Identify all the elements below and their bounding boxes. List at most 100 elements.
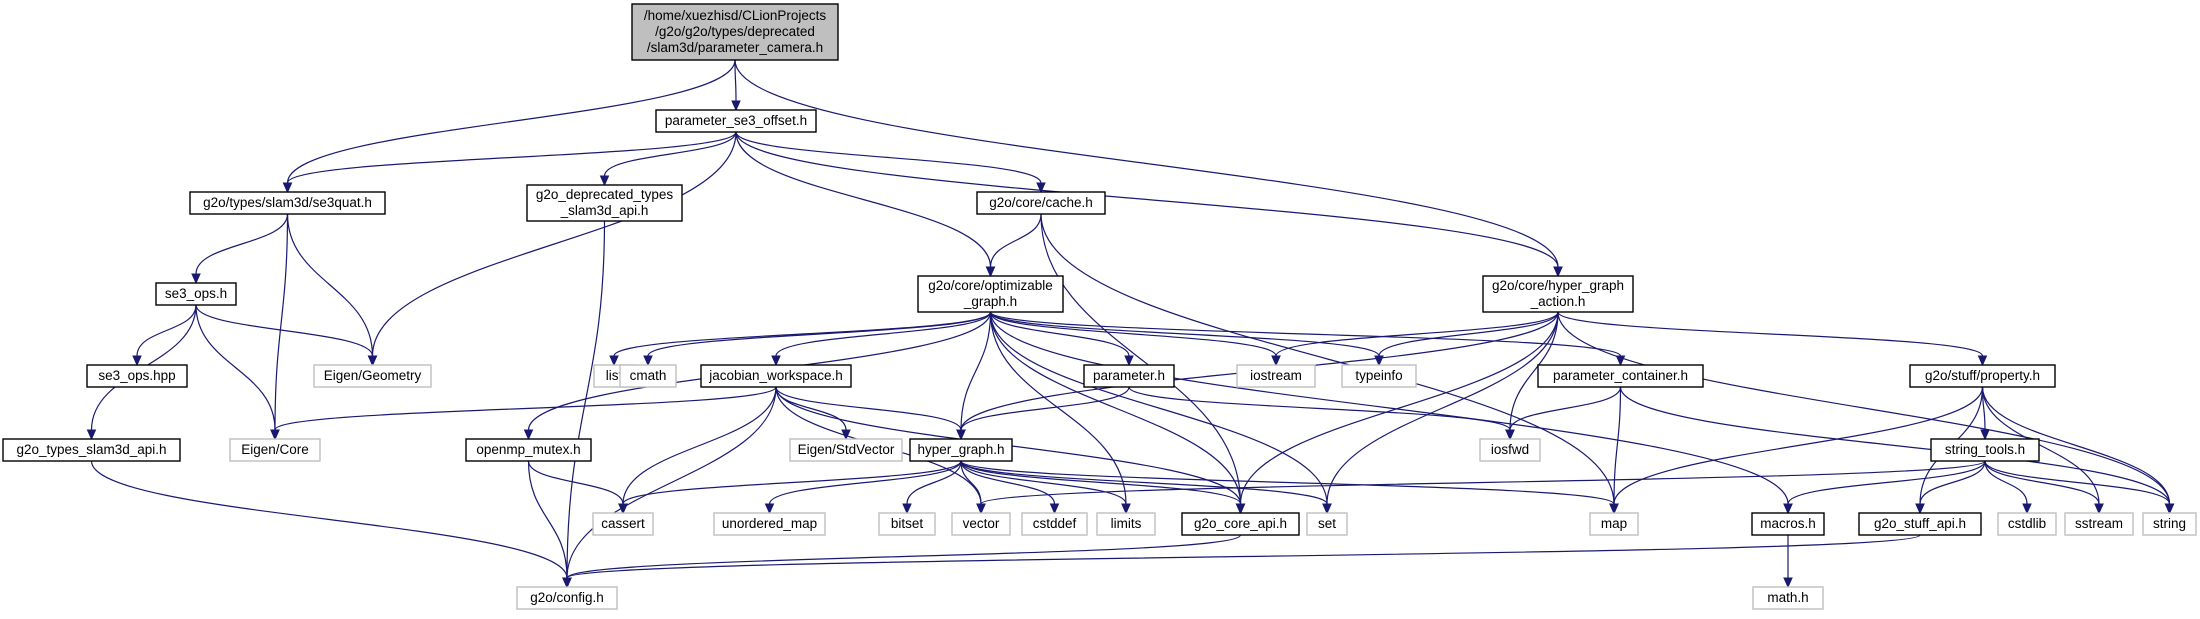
node-jacobian-workspace[interactable]: jacobian_workspace.h [700,364,852,388]
node-label: g2o/config.h [530,590,604,605]
edge-parameter_camera-to-hyper_graph_action [734,59,1563,278]
node-eigen-stdvector[interactable]: Eigen/StdVector [789,438,903,462]
edge-macros-to-math [1783,535,1793,589]
edge-hyper_graph_action-to-typeinfo [1374,311,1559,367]
node-limits[interactable]: limits [1096,512,1156,536]
node-label: iosfwd [1491,442,1529,457]
edge-line [775,386,962,431]
node-cache[interactable]: g2o/core/cache.h [976,191,1106,215]
node-bitset[interactable]: bitset [878,512,936,536]
node-stuff-api[interactable]: g2o_stuff_api.h [1858,512,1982,536]
edge-optimizable_graph-to-iostream [989,311,1281,367]
node-math[interactable]: math.h [1752,586,1824,610]
edge-arrowhead [902,503,912,515]
node-box [1997,512,2057,536]
edge-string_tools-to-string [1984,460,2175,515]
edge-line [989,311,1789,505]
node-label: g2o_core_api.h [1194,516,1287,531]
node-hyper-graph[interactable]: hyper_graph.h [909,438,1013,462]
node-openmp-mutex[interactable]: openmp_mutex.h [465,438,592,462]
node-box [2,438,181,462]
node-iostream[interactable]: iostream [1236,364,1316,388]
edge-hyper_graph_action-to-iostream [1271,311,1559,367]
edge-line [1239,311,1559,505]
node-deprecated-api[interactable]: g2o_deprecated_types_slam3d_api.h [526,184,683,222]
edge-line [989,311,1130,357]
node-parameter-camera[interactable]: /home/xuezhisd/CLionProjects/g2o/g2o/typ… [631,3,839,61]
edges-layer [86,59,2175,589]
node-label: parameter_se3_offset.h [665,113,807,128]
edge-line [735,131,1042,184]
edge-optimizable_graph-to-list [609,311,992,367]
node-se3-ops-hpp[interactable]: se3_ops.hpp [86,364,188,388]
node-core-api[interactable]: g2o_core_api.h [1181,512,1300,536]
node-box [1479,438,1541,462]
node-box [1752,586,1824,610]
edge-parameter_container-to-iosfwd [1505,386,1622,441]
edge-line [1613,386,1622,505]
node-string[interactable]: string [2142,512,2197,536]
node-box [1341,364,1417,388]
node-se3quat[interactable]: g2o/types/slam3d/se3quat.h [189,191,386,215]
node-label: g2o_stuff_api.h [1874,516,1966,531]
node-box [789,438,903,462]
edge-line [1981,386,2100,505]
edge-hyper_graph-to-limits [960,460,1131,515]
node-property[interactable]: g2o/stuff/property.h [1909,364,2056,388]
edge-line [136,304,197,357]
edge-line [1040,213,1615,505]
node-iosfwd[interactable]: iosfwd [1479,438,1541,462]
node-set[interactable]: set [1306,512,1348,536]
node-label: _graph.h [963,294,1017,309]
node-label: cstdlib [2008,516,2046,531]
node-optimizable-graph[interactable]: g2o/core/optimizable_graph.h [917,275,1064,313]
edge-hyper_graph-to-unordered_map [764,460,962,515]
node-box [1537,364,1704,388]
node-vector[interactable]: vector [951,512,1011,536]
node-cmath[interactable]: cmath [619,364,677,388]
node-cassert[interactable]: cassert [592,512,654,536]
edge-jacobian_workspace-to-eigen_stdvector [775,386,851,441]
edge-string_tools-to-vector [976,460,1986,515]
node-eigen-core[interactable]: Eigen/Core [229,438,321,462]
node-parameter-se3-offset[interactable]: parameter_se3_offset.h [655,109,817,133]
node-box [516,586,618,610]
edge-arrowhead [764,503,775,515]
edge-line [735,131,1559,268]
node-label: g2o/core/cache.h [989,195,1093,210]
node-parameter[interactable]: parameter.h [1083,364,1175,388]
node-label: _slam3d_api.h [560,203,649,218]
node-slam3d-api[interactable]: g2o_types_slam3d_api.h [2,438,181,462]
edge-line [1981,386,2171,505]
edge-line [527,460,568,579]
node-cstddef[interactable]: cstddef [1021,512,1088,536]
node-parameter-container[interactable]: parameter_container.h [1537,364,1704,388]
edge-line [195,304,374,357]
node-label: map [1601,516,1627,531]
node-label: g2o/types/slam3d/se3quat.h [203,195,372,210]
edge-property-to-map [1609,386,1984,515]
node-config[interactable]: g2o/config.h [516,586,618,610]
node-box [1021,512,1088,536]
edge-core_api-to-config [562,534,1242,589]
node-label: cstddef [1033,516,1077,531]
node-typeinfo[interactable]: typeinfo [1341,364,1417,388]
edge-hyper_graph-to-map [960,460,1619,515]
edge-parameter_se3_offset-to-deprecated_api [599,131,737,187]
node-hyper-graph-action[interactable]: g2o/core/hyper_graph_action.h [1482,275,1634,313]
edge-arrowhead [771,355,781,367]
node-map[interactable]: map [1589,512,1639,536]
node-string-tools[interactable]: string_tools.h [1930,438,2040,462]
node-cstdlib[interactable]: cstdlib [1997,512,2057,536]
node-sstream[interactable]: sstream [2064,512,2134,536]
node-label: g2o/core/optimizable [928,278,1053,293]
node-se3-ops-h[interactable]: se3_ops.h [155,282,237,306]
edge-line [775,386,847,431]
node-eigen-geometry[interactable]: Eigen/Geometry [313,364,432,388]
edge-line [960,460,1127,505]
node-unordered-map[interactable]: unordered_map [713,512,826,536]
edge-line [989,213,1042,268]
edge-line [989,311,1328,505]
node-macros[interactable]: macros.h [1751,512,1825,536]
